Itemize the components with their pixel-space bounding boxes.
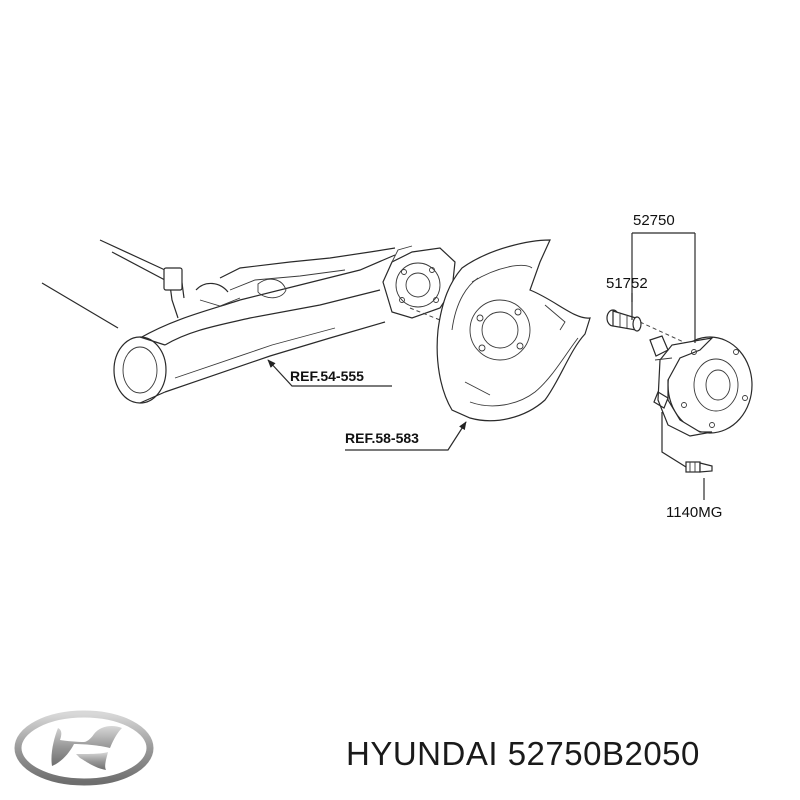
caption-brand: HYUNDAI (346, 735, 499, 772)
caption-part-number: 52750B2050 (507, 735, 700, 772)
label-ref-54-555: REF.54-555 (290, 368, 364, 384)
hub-bearing-drawing (649, 335, 753, 437)
part-caption: HYUNDAI 52750B2050 (346, 735, 700, 773)
hyundai-logo-icon (14, 710, 154, 786)
label-52750: 52750 (633, 212, 675, 229)
alignment-line-arm-to-shield (409, 307, 471, 333)
dust-shield-drawing (436, 239, 591, 422)
label-51752: 51752 (606, 275, 648, 292)
hub-bolt-drawing (606, 309, 642, 332)
callout-lines (267, 232, 705, 500)
trailing-arm-drawing (41, 239, 456, 404)
screw-drawing (685, 461, 713, 473)
label-ref-58-583: REF.58-583 (345, 430, 419, 446)
alignment-line-bolt-to-hub (639, 321, 691, 346)
label-1140mg: 1140MG (666, 504, 722, 521)
